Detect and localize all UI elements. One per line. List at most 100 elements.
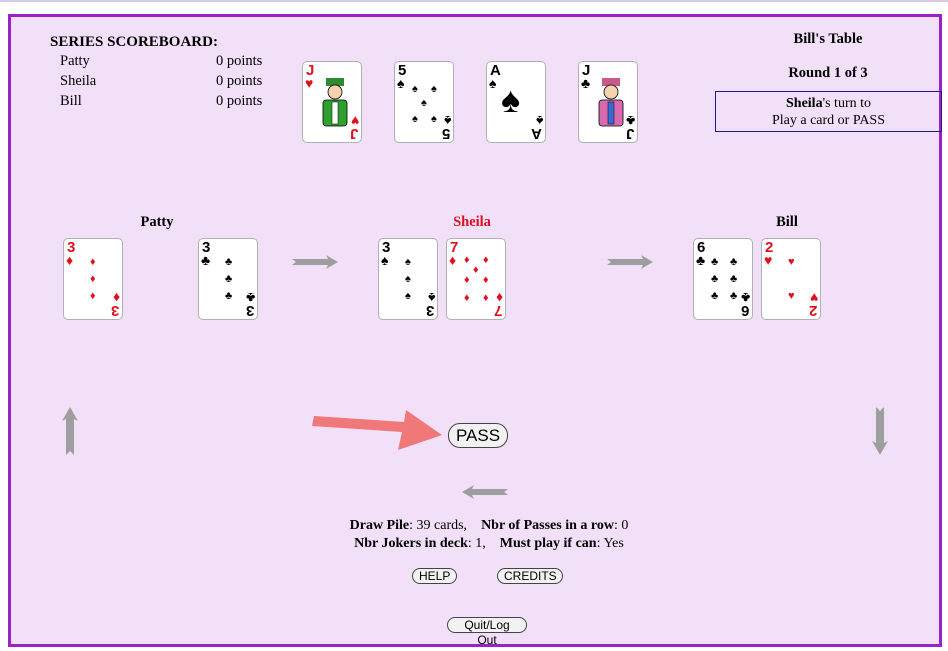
pointer-arrow-icon <box>312 410 442 450</box>
player-name-patty: Patty <box>140 214 174 230</box>
diamond-pip: ♦ <box>483 254 489 266</box>
scoreboard-title: SERIES SCOREBOARD: <box>50 34 218 50</box>
club-pip: ♣ <box>711 273 719 285</box>
card-rank: J <box>306 62 315 79</box>
club-suit-icon: ♣ <box>696 254 706 269</box>
top-card-2[interactable]: 5 ♠ ♠ ♠ ♠ ♠ ♠ ♠ 5 <box>394 61 454 143</box>
diamond-pip: ♦ <box>90 256 96 268</box>
diamond-pip: ♦ <box>90 273 96 285</box>
scoreboard-name-patty: Patty <box>60 53 90 69</box>
heart-suit-icon: ♥ <box>350 112 359 127</box>
spade-pip: ♠ <box>405 273 411 285</box>
club-pip: ♣ <box>225 290 233 302</box>
draw-pile-value: : 39 cards, <box>409 518 468 533</box>
scoreboard-name-sheila: Sheila <box>60 73 97 89</box>
spade-pip: ♠ <box>412 83 418 95</box>
help-button[interactable]: HELP <box>412 568 457 584</box>
bill-card-2[interactable]: 2 ♥ ♥ ♥ ♥ 2 <box>761 238 821 320</box>
arrow-left-icon <box>462 485 508 499</box>
round-indicator: Round 1 of 3 <box>788 65 868 81</box>
jack-face-icon <box>598 78 624 127</box>
diamond-pip: ♦ <box>483 274 489 286</box>
game-frame <box>8 14 942 647</box>
heart-pip: ♥ <box>788 256 795 268</box>
sheila-card-1[interactable]: 3 ♠ ♠ ♠ ♠ ♠ 3 <box>378 238 438 320</box>
card-rank: 6 <box>697 239 706 256</box>
card-rank: 3 <box>67 239 76 256</box>
scoreboard-name-bill: Bill <box>60 93 82 109</box>
jokers-label: Nbr Jokers in deck <box>354 536 468 551</box>
turn-player: Sheila <box>786 96 823 111</box>
spade-pip: ♠ <box>412 113 418 125</box>
quit-button[interactable]: Quit/Log Out <box>447 617 527 647</box>
heart-suit-icon: ♥ <box>809 289 818 304</box>
diamond-pip: ♦ <box>464 292 470 304</box>
passes-label: Nbr of Passes in a row <box>481 518 614 533</box>
sheila-card-2[interactable]: 7 ♦ ♦ ♦ ♦ ♦ ♦ ♦ ♦ ♦ 7 <box>446 238 506 320</box>
spade-suit-icon: ♠ <box>489 77 497 92</box>
spade-pip: ♠ <box>405 290 411 302</box>
club-pip: ♣ <box>711 256 719 268</box>
scoreboard-points-patty: 0 points <box>216 53 263 69</box>
diamond-suit-icon: ♦ <box>449 254 457 269</box>
status-line-2: Nbr Jokers in deck: 1, Must play if can:… <box>274 536 704 552</box>
bill-card-1[interactable]: 6 ♣ ♣ ♣ ♣ ♣ ♣ ♣ ♣ 6 <box>693 238 753 320</box>
card-rank: 3 <box>202 239 211 256</box>
scoreboard-points-bill: 0 points <box>216 93 263 109</box>
spade-suit-icon: ♠ <box>397 77 405 92</box>
diamond-pip: ♦ <box>90 290 96 302</box>
table-title: Bill's Table <box>793 31 863 47</box>
card-rank: 3 <box>382 239 391 256</box>
diamond-pip: ♦ <box>464 254 470 266</box>
turn-suffix: 's turn to <box>822 96 871 111</box>
pass-button[interactable]: PASS <box>448 423 508 448</box>
arrow-up-icon <box>62 407 78 455</box>
diamond-pip: ♦ <box>473 264 479 276</box>
card-rank: 5 <box>441 125 450 142</box>
turn-action: Play a card or PASS <box>771 113 886 128</box>
club-pip: ♣ <box>711 290 719 302</box>
club-suit-icon: ♣ <box>245 289 255 304</box>
card-rank: 3 <box>110 302 119 319</box>
arrow-right-icon <box>607 255 653 269</box>
heart-pip: ♥ <box>788 290 795 302</box>
diamond-suit-icon: ♦ <box>112 289 120 304</box>
card-rank: A <box>531 125 542 142</box>
card-rank: 3 <box>425 302 434 319</box>
spade-pip: ♠ <box>431 113 437 125</box>
club-pip: ♣ <box>730 290 738 302</box>
club-suit-icon: ♣ <box>740 289 750 304</box>
club-suit-icon: ♣ <box>201 254 211 269</box>
spade-suit-icon: ♠ <box>427 289 435 304</box>
diamond-pip: ♦ <box>464 274 470 286</box>
heart-suit-icon: ♥ <box>764 254 773 269</box>
passes-value: : 0 <box>613 518 629 533</box>
card-rank: J <box>349 125 358 142</box>
card-rank: A <box>490 62 501 79</box>
club-suit-icon: ♣ <box>581 77 591 92</box>
patty-card-1[interactable]: 3 ♦ ♦ ♦ ♦ ♦ 3 <box>63 238 123 320</box>
card-rank: J <box>582 62 591 79</box>
top-card-4[interactable]: J ♣ ♣ J <box>578 61 638 143</box>
top-card-1[interactable]: J ♥ ♥ J <box>302 61 362 143</box>
card-rank: J <box>625 125 634 142</box>
top-card-3[interactable]: A ♠ ♠ ♠ A <box>486 61 546 143</box>
card-rank: 7 <box>493 302 502 319</box>
diamond-suit-icon: ♦ <box>495 289 503 304</box>
must-play-value: : Yes <box>596 536 624 551</box>
club-pip: ♣ <box>225 273 233 285</box>
card-rank: 3 <box>245 302 254 319</box>
top-divider <box>0 0 948 2</box>
spade-pip: ♠ <box>421 97 427 109</box>
club-pip: ♣ <box>225 256 233 268</box>
jokers-value: : 1, <box>467 536 486 551</box>
spade-pip: ♠ <box>431 83 437 95</box>
credits-button[interactable]: CREDITS <box>497 568 563 584</box>
spade-suit-icon: ♠ <box>535 112 543 127</box>
player-name-bill: Bill <box>776 214 798 230</box>
club-pip: ♣ <box>730 256 738 268</box>
club-pip: ♣ <box>730 273 738 285</box>
patty-card-2[interactable]: 3 ♣ ♣ ♣ ♣ ♣ 3 <box>198 238 258 320</box>
spade-suit-icon: ♠ <box>381 254 389 269</box>
arrow-right-icon <box>292 255 338 269</box>
